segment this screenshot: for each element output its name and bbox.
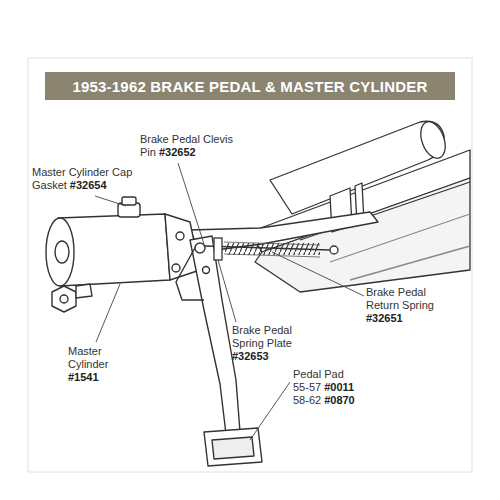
callout-label: Master Cylinder Cap Gasket#32654 (32, 166, 142, 192)
title-band: 1953-1962 BRAKE PEDAL & MASTER CYLINDER (45, 72, 455, 100)
part-name: 55-57 (293, 381, 321, 393)
callout-label: Pedal Pad55-57#001158-62#0870 (293, 368, 383, 407)
callout-label: Brake Pedal Spring Plate#32653 (232, 324, 302, 363)
part-name: Master Cylinder (68, 345, 108, 370)
part-number: #0011 (324, 381, 354, 393)
callout-label: Master Cylinder#1541 (68, 345, 120, 384)
part-number: #0870 (324, 394, 355, 406)
part-number: #32652 (159, 146, 196, 158)
part-name: Brake Pedal Return Spring (366, 286, 434, 311)
part-number: #32654 (70, 179, 107, 191)
diagram-title: 1953-1962 BRAKE PEDAL & MASTER CYLINDER (72, 78, 427, 95)
part-number: #32653 (232, 350, 269, 362)
callout-label: Brake Pedal Clevis Pin#32652 (140, 133, 242, 159)
part-name: Brake Pedal Spring Plate (232, 324, 292, 349)
part-name: 58-62 (293, 394, 321, 406)
part-number: #32651 (366, 312, 403, 324)
callout-label: Brake Pedal Return Spring#32651 (366, 286, 446, 325)
part-number: #1541 (68, 371, 99, 383)
part-name: Pedal Pad (293, 368, 344, 380)
